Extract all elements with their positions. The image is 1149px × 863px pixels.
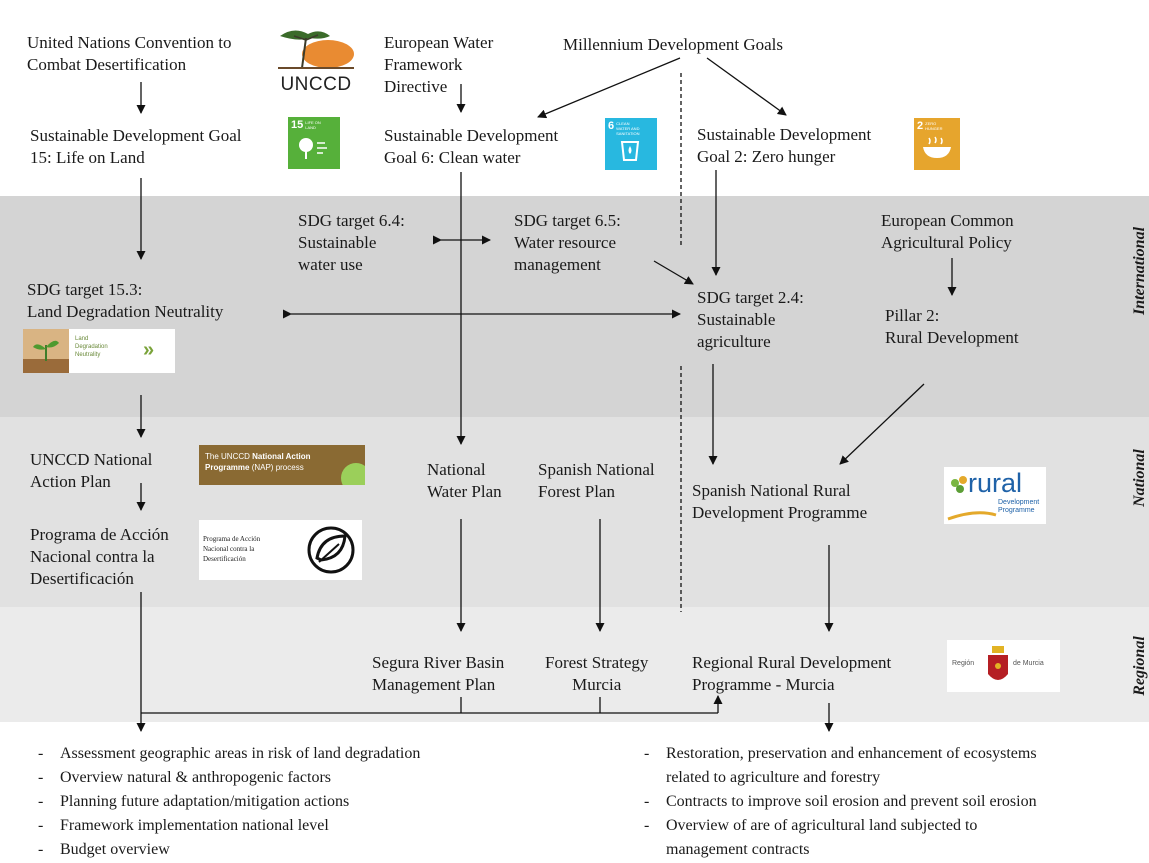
sdg15-number: 15 <box>291 119 304 131</box>
sdg2-number: 2 <box>917 120 924 132</box>
rural-logo-word: rural <box>968 468 1023 498</box>
bullet-item: Overview of are of agricultural land sub… <box>636 814 1141 862</box>
rural-development-logo: rural Development Programme <box>944 467 1046 524</box>
node-target-6-4: SDG target 6.4: Sustainable water use <box>298 211 405 274</box>
rural-logo-sub: Development Programme <box>998 499 1040 514</box>
murcia-logo-right-text: de Murcia <box>1013 660 1044 667</box>
node-sdg2: Sustainable Development Goal 2: Zero hun… <box>697 125 872 166</box>
leaf-cluster-icon <box>951 476 967 493</box>
nap-circle-icon <box>341 463 365 485</box>
node-target-2-4: SDG target 2.4: Sustainable agriculture <box>697 288 804 351</box>
arrow-mdg-to-sdg6 <box>537 57 681 119</box>
node-rrdp: Regional Rural Development Programme - M… <box>692 653 892 694</box>
node-pand: Programa de Acción Nacional contra la De… <box>30 525 169 588</box>
node-snrdp: Spanish National Rural Development Progr… <box>692 481 868 522</box>
pand-logo: Programa de Acción Nacional contra la De… <box>199 520 362 580</box>
sdg15-caption: LIFE ON LAND <box>305 120 321 130</box>
tree-icon <box>299 138 327 159</box>
unccd-logo: UNCCD <box>276 24 356 90</box>
murcia-logo-left-text: Región <box>952 660 975 667</box>
unccd-logo-text: UNCCD <box>280 74 352 91</box>
arrow-mdg-to-sdg2 <box>706 57 787 116</box>
node-segura: Segura River Basin Management Plan <box>372 653 505 694</box>
sdg6-number: 6 <box>608 120 615 132</box>
level-international: International <box>1131 226 1148 316</box>
ldn-chevron-icon: » <box>143 339 155 361</box>
node-unccd: United Nations Convention to Combat Dese… <box>27 33 232 74</box>
region-murcia-logo: Región de Murcia <box>947 640 1060 692</box>
bullets-left: Assessment geographic areas in risk of l… <box>30 742 590 862</box>
pand-logo-text: Programa de Acción Nacional contra la De… <box>203 535 261 563</box>
arrow-pillar2-to-snrdp <box>839 383 925 465</box>
node-sdg6: Sustainable Development Goal 6: Clean wa… <box>384 126 559 167</box>
leaf-circle-icon <box>307 526 355 574</box>
bullet-item: Planning future adaptation/mitigation ac… <box>30 790 590 814</box>
ldn-logo-text: Land Degradation Neutrality <box>75 336 108 358</box>
bullet-item: Overview natural & anthropogenic factors <box>30 766 590 790</box>
bullet-item: Budget overview <box>30 838 590 862</box>
node-cap: European Common Agricultural Policy <box>881 211 1014 252</box>
acacia-tree-icon <box>278 30 354 69</box>
node-target-15-3: SDG target 15.3: Land Degradation Neutra… <box>27 280 224 321</box>
sdg6-icon: 6 CLEAN WATER AND SANITATION <box>605 118 657 170</box>
node-forest-plan: Spanish National Forest Plan <box>538 460 655 501</box>
sdg2-caption: ZERO HUNGER <box>925 121 943 131</box>
arrow-t65-to-t24 <box>653 260 694 285</box>
bullet-item: Framework implementation national level <box>30 814 590 838</box>
node-nap: UNCCD National Action Plan <box>30 450 153 491</box>
coat-of-arms-icon <box>988 646 1008 680</box>
sdg6-caption: CLEAN WATER AND SANITATION <box>616 121 640 136</box>
water-glass-icon <box>620 141 640 161</box>
bullets-right: Restoration, preservation and enhancemen… <box>636 742 1141 862</box>
node-mdg: Millennium Development Goals <box>563 35 784 54</box>
bullet-item: Restoration, preservation and enhancemen… <box>636 742 1141 790</box>
international-band <box>0 196 1149 417</box>
bullet-item: Assessment geographic areas in risk of l… <box>30 742 590 766</box>
level-regional: Regional <box>1131 636 1148 696</box>
seedling-icon <box>23 329 69 373</box>
node-ewfd: European Water Framework Directive <box>384 33 494 96</box>
swoosh-icon <box>947 511 997 521</box>
level-national: National <box>1131 449 1148 507</box>
node-national-water-plan: National Water Plan <box>427 460 502 501</box>
sdg15-icon: 15 LIFE ON LAND <box>288 117 340 169</box>
sdg2-icon: 2 ZERO HUNGER <box>914 118 960 170</box>
node-sdg15: Sustainable Development Goal 15: Life on… <box>30 126 242 167</box>
food-bowl-icon <box>923 136 951 158</box>
node-target-6-5: SDG target 6.5: Water resource managemen… <box>514 211 621 274</box>
bullet-item: Contracts to improve soil erosion and pr… <box>636 790 1141 814</box>
node-pillar-2: Pillar 2: Rural Development <box>885 306 1019 347</box>
node-forest-strategy: Forest Strategy Murcia <box>545 653 649 694</box>
ldn-logo: Land Degradation Neutrality » <box>23 329 175 373</box>
